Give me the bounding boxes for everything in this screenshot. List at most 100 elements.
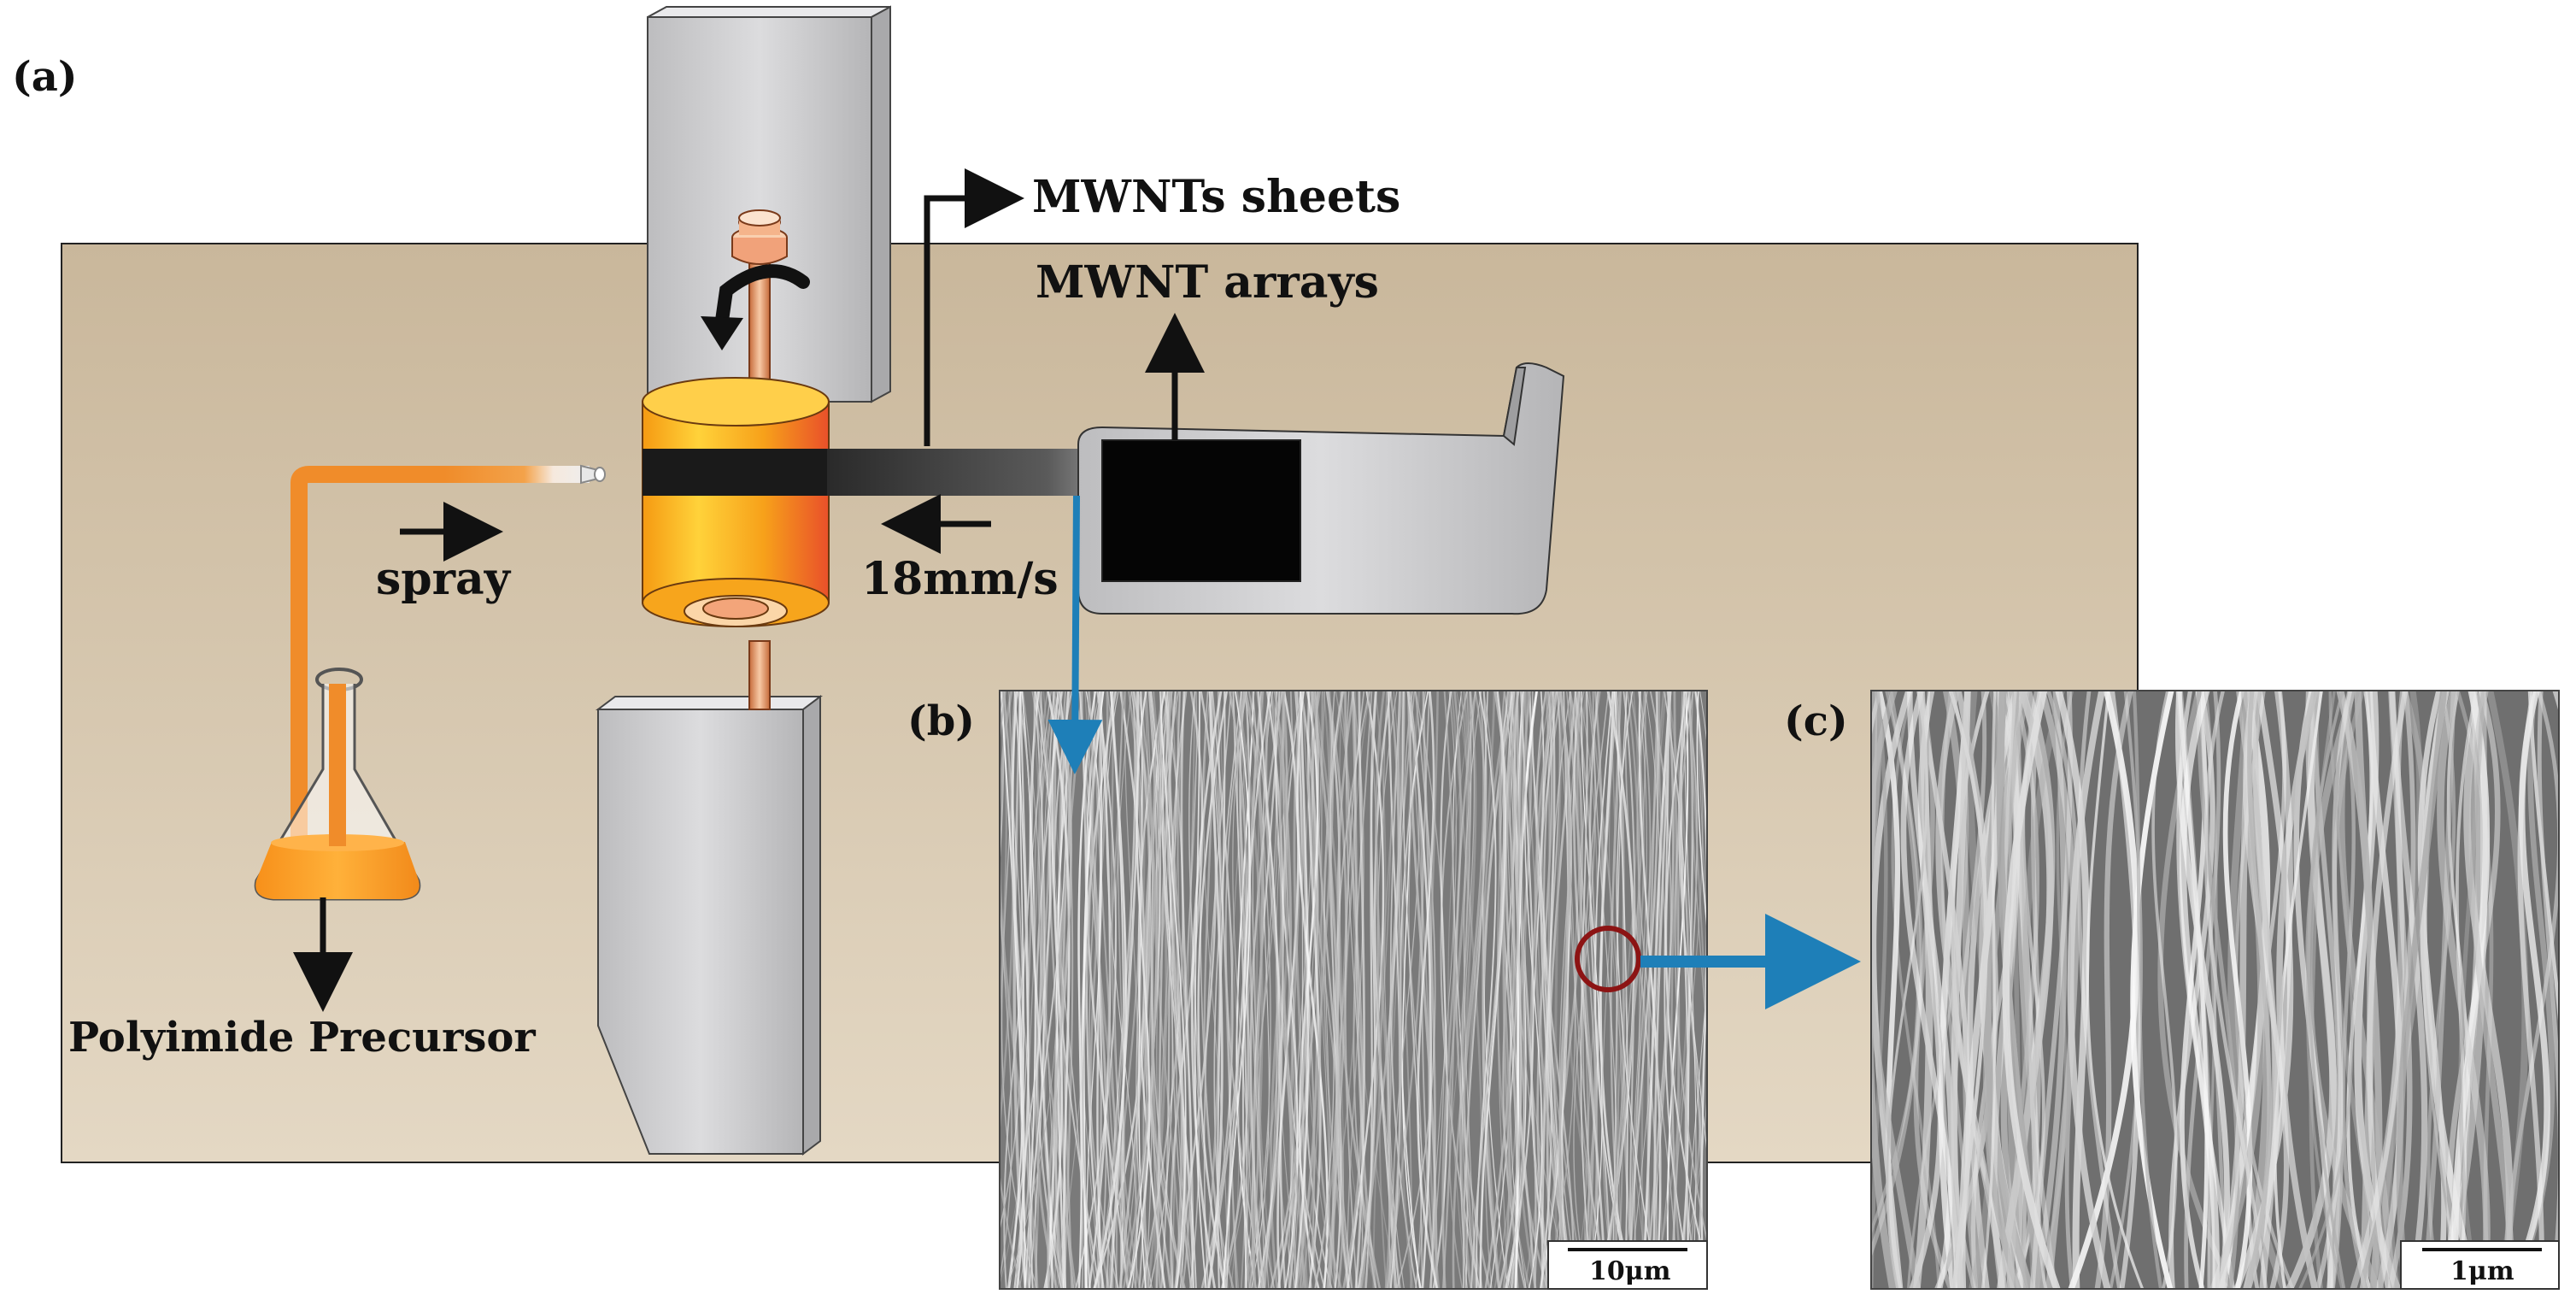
nanotube-fiber bbox=[1304, 691, 1335, 1289]
nanotube-fiber bbox=[1691, 691, 1707, 1048]
nanotube-fiber bbox=[1223, 691, 1257, 1289]
nanotube-fiber bbox=[1444, 691, 1471, 1289]
nanotube-fiber bbox=[2175, 691, 2215, 1289]
nanotube-fiber bbox=[1159, 691, 1185, 1289]
nanotube-fiber bbox=[2179, 691, 2220, 1289]
nanotube-fiber bbox=[2151, 691, 2178, 1289]
nanotube-fiber bbox=[2305, 691, 2344, 1289]
nanotube-fiber bbox=[1696, 691, 1707, 937]
nanotube-fiber bbox=[2244, 691, 2272, 1289]
nanotube-fiber bbox=[1417, 691, 1439, 1289]
nanotube-fiber bbox=[2174, 691, 2231, 1289]
nanotube-fiber bbox=[1386, 691, 1402, 1289]
nanotube-fiber bbox=[2307, 691, 2346, 1289]
nanotube-fiber bbox=[1684, 691, 1699, 1289]
nanotube-fiber bbox=[1401, 691, 1423, 1289]
nanotube-fiber bbox=[1509, 691, 1537, 1289]
winding-drum bbox=[642, 377, 830, 627]
label-mwnts-sheets: MWNTs sheets bbox=[1032, 171, 1400, 223]
nanotube-fiber bbox=[1634, 691, 1652, 1289]
nanotube-fiber bbox=[1871, 691, 1888, 1289]
nanotube-fiber bbox=[1173, 691, 1192, 1289]
nanotube-fiber bbox=[1652, 691, 1672, 1289]
nanotube-fiber bbox=[2094, 691, 2133, 1289]
nanotube-fiber bbox=[2067, 691, 2111, 1289]
nanotube-fiber bbox=[1674, 691, 1707, 1289]
nanotube-fiber bbox=[2437, 691, 2491, 1289]
nanotube-fiber bbox=[1514, 691, 1539, 1289]
nanotube-fiber bbox=[2446, 691, 2501, 1289]
nanotube-fiber bbox=[1540, 691, 1556, 1289]
nanotube-fiber bbox=[1311, 691, 1331, 1289]
nanotube-fiber bbox=[1479, 691, 1507, 1289]
nanotube-fiber bbox=[2222, 691, 2253, 1289]
nanotube-fiber bbox=[1194, 691, 1207, 1289]
nanotube-fiber bbox=[1008, 691, 1024, 1289]
nanotube-fiber bbox=[2468, 691, 2517, 1289]
nanotube-fiber bbox=[1441, 691, 1456, 1289]
nanotube-fiber bbox=[2055, 691, 2090, 1289]
scale-bar-b: 10μm bbox=[1547, 1240, 1708, 1290]
spray-tube bbox=[290, 464, 606, 855]
sem-image-c bbox=[1871, 691, 2559, 1289]
nanotube-fiber bbox=[2350, 691, 2404, 1289]
substrate-holder bbox=[1077, 362, 1565, 615]
nanotube-fiber bbox=[1003, 691, 1031, 1289]
nanotube-fiber bbox=[1614, 691, 1639, 1289]
nanotube-fiber bbox=[1470, 691, 1505, 1289]
nanotube-fiber bbox=[2110, 691, 2141, 1289]
magnified-region-marker bbox=[1575, 926, 1641, 992]
nanotube-fiber bbox=[1980, 691, 1997, 1289]
nanotube-fiber bbox=[2451, 691, 2491, 1289]
nanotube-fiber bbox=[1106, 691, 1142, 1289]
nanotube-fiber bbox=[1375, 691, 1392, 1289]
nanotube-fiber bbox=[2507, 691, 2550, 1289]
nanotube-fiber bbox=[1219, 691, 1240, 1289]
nanotube-fiber bbox=[1000, 691, 1026, 1289]
nanotube-fiber bbox=[1098, 691, 1118, 1289]
nanotube-fiber bbox=[1149, 691, 1173, 1289]
nanotube-fiber bbox=[1614, 691, 1628, 1289]
nanotube-fiber bbox=[2458, 691, 2485, 1289]
nanotube-fiber bbox=[1293, 691, 1306, 1289]
nanotube-fiber bbox=[1460, 691, 1487, 1289]
nanotube-fiber bbox=[1688, 691, 1707, 1048]
nanotube-fiber bbox=[1249, 691, 1270, 1289]
nanotube-fiber bbox=[1558, 691, 1570, 1289]
nanotube-fiber bbox=[1670, 691, 1688, 1289]
nanotube-fiber bbox=[1241, 691, 1271, 1289]
curved-arrow-icon bbox=[701, 264, 810, 350]
nanotube-fiber bbox=[2338, 691, 2396, 1289]
nanotube-fiber bbox=[2421, 691, 2456, 1289]
rotating-shaft bbox=[731, 209, 788, 710]
label-spray: spray bbox=[376, 553, 512, 605]
diagram-arrows bbox=[293, 168, 1205, 1012]
nanotube-fiber bbox=[1089, 691, 1111, 1289]
nanotube-fiber bbox=[1951, 691, 1971, 1289]
nanotube-fiber bbox=[1546, 691, 1577, 1289]
nanotube-fiber bbox=[2002, 691, 2061, 1289]
nanotube-fiber bbox=[1152, 691, 1183, 1289]
lower-steel-block bbox=[596, 695, 823, 1156]
nanotube-fiber bbox=[1000, 691, 1039, 1289]
nanotube-fiber bbox=[1482, 691, 1512, 1289]
nanotube-fiber bbox=[1311, 691, 1340, 1289]
nanotube-fiber bbox=[1354, 691, 1366, 1289]
nanotube-fiber bbox=[1159, 691, 1187, 1289]
nanotube-fiber bbox=[1294, 691, 1312, 1289]
nanotube-fiber bbox=[1144, 691, 1169, 1289]
nanotube-fiber bbox=[2203, 691, 2268, 1289]
nanotube-fiber bbox=[1008, 691, 1026, 1289]
nanotube-fiber bbox=[1871, 691, 1921, 1289]
nanotube-fiber bbox=[1395, 691, 1436, 1289]
panel-a-label: (a) bbox=[12, 53, 78, 101]
nanotube-fiber bbox=[1498, 691, 1523, 1289]
nanotube-fiber bbox=[1294, 691, 1310, 1289]
nanotube-fiber bbox=[1314, 691, 1335, 1289]
nanotube-fiber bbox=[1130, 691, 1153, 1289]
nanotube-fiber bbox=[1871, 691, 1912, 1289]
nanotube-fiber bbox=[2259, 691, 2293, 1289]
nanotube-fiber bbox=[1655, 691, 1667, 1289]
nanotube-fiber bbox=[1235, 691, 1264, 1289]
nanotube-fiber bbox=[1912, 691, 1933, 1289]
